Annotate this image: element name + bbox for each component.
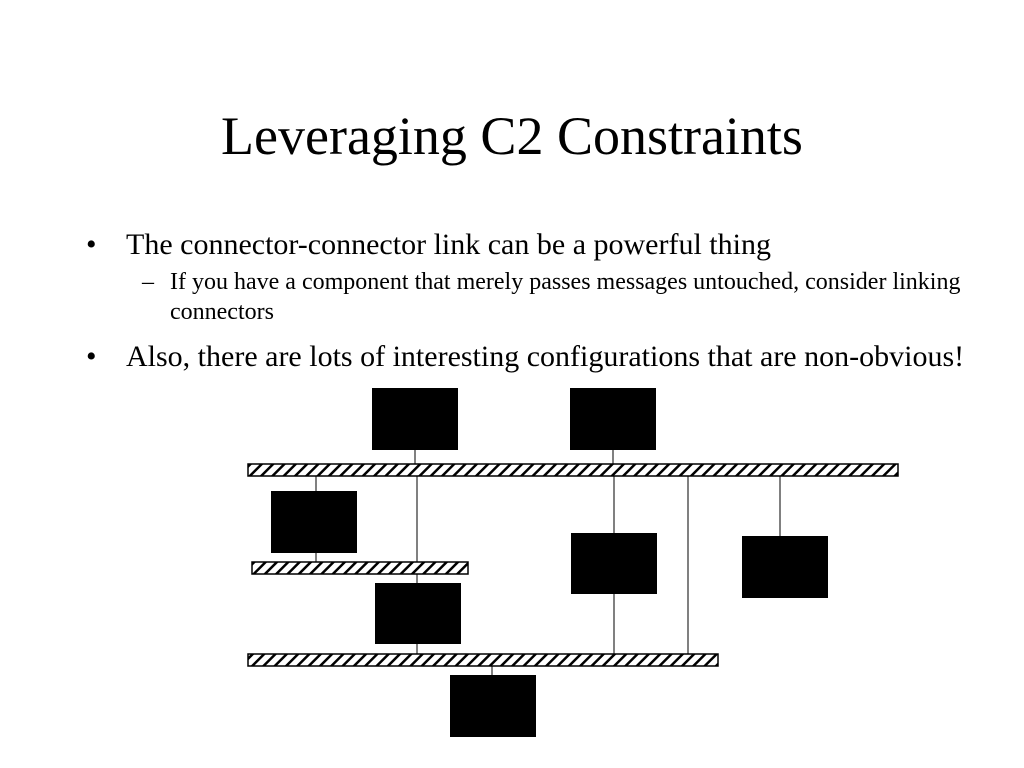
connector-bus-top	[247, 463, 899, 477]
slide-title: Leveraging C2 Constraints	[221, 106, 803, 166]
connector-bus-middle	[251, 561, 469, 575]
bullet-item-configurations: • Also, there are lots of interesting co…	[86, 338, 966, 376]
component-box	[571, 533, 657, 594]
component-box	[271, 491, 357, 553]
component-box	[742, 536, 828, 598]
bullet-marker: •	[86, 228, 97, 261]
sub-bullet-item-component-passes: – If you have a component that merely pa…	[86, 267, 966, 327]
component-box	[372, 388, 458, 450]
component-box	[570, 388, 656, 450]
component-box	[375, 583, 461, 644]
bullet-list: • The connector-connector link can be a …	[86, 226, 966, 376]
sub-bullet-text: If you have a component that merely pass…	[170, 269, 961, 325]
component-box	[450, 675, 536, 737]
bullet-text: The connector-connector link can be a po…	[126, 228, 771, 261]
sub-bullet-marker: –	[142, 269, 154, 295]
bullet-item-connector-link: • The connector-connector link can be a …	[86, 226, 966, 264]
connector-bus-bottom	[247, 653, 719, 667]
bullet-text: Also, there are lots of interesting conf…	[126, 340, 965, 373]
bullet-marker: •	[86, 340, 97, 373]
